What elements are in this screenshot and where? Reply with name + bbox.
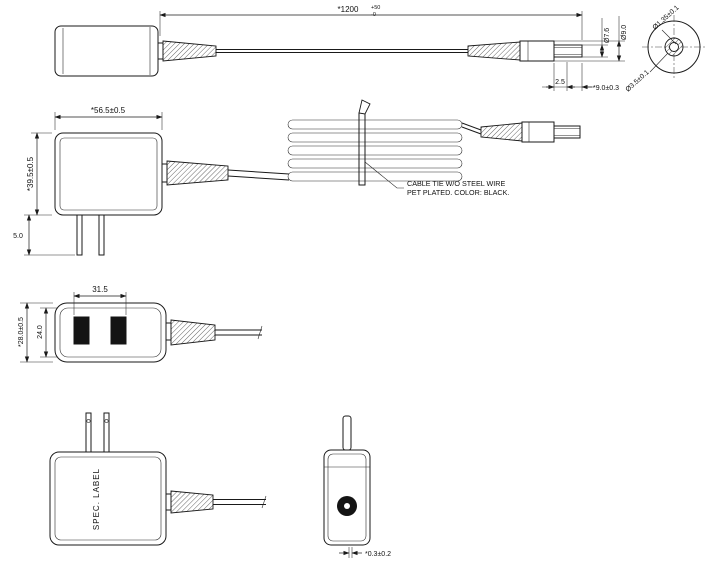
- view-cable-assembly: *1200 +50 -0 Ø7.6 Ø9.0 2.5 *9.0±0.3: [54, 5, 628, 92]
- strain-relief: [166, 160, 229, 186]
- plug-blade: [103, 412, 110, 453]
- socket-slot: [73, 316, 90, 345]
- plug-center-hole: [669, 42, 679, 52]
- plug-barrel: [521, 121, 555, 143]
- view-plug-face: *0.3±0.2: [323, 415, 391, 558]
- dim-outer-height: *28.0±0.5: [18, 317, 25, 347]
- plug-strain-relief: [467, 41, 521, 61]
- detail-plug-end-view: Ø1.35±0.1 Ø3.5±0.1: [625, 4, 706, 93]
- dim-pin-length: 5.0: [13, 233, 23, 240]
- plug-blade: [85, 412, 92, 453]
- dim-outer-ring: Ø3.5±0.1: [625, 69, 651, 94]
- cable-tie-note-line1: CABLE TIE W/O STEEL WIRE: [407, 179, 505, 188]
- dim-body-width: *56.5±0.5: [91, 106, 126, 115]
- boot-step: [161, 163, 168, 183]
- dim-blade-span: 31.5: [92, 285, 108, 294]
- dim-cable-length: *1200: [338, 5, 359, 14]
- dim-cable-length-tol-lower: -0: [371, 12, 376, 18]
- blade-hole: [104, 419, 109, 423]
- boot-step: [157, 42, 164, 60]
- adapter-body-front: [54, 132, 163, 216]
- dim-tip-offset: 2.5: [555, 79, 565, 86]
- plug-body: [323, 449, 371, 546]
- plug-blade: [98, 214, 105, 256]
- spec-label-text: SPEC. LABEL: [92, 468, 101, 530]
- strain-relief: [170, 319, 216, 346]
- plug-tip: [553, 125, 581, 139]
- plug-face-hole: [344, 503, 350, 509]
- cable-tie: [358, 112, 366, 186]
- plug-barrel: [519, 40, 555, 62]
- plug-strain-relief: [480, 122, 523, 142]
- adapter-body-side: [54, 25, 159, 77]
- plug-center-pin: [342, 415, 352, 451]
- leader-line: [364, 161, 404, 189]
- dim-plug-length: *9.0±0.3: [593, 85, 619, 92]
- dim-tip-diameter: Ø7.6: [604, 28, 611, 43]
- adapter-body-bottom: [49, 451, 167, 546]
- view-front: *56.5±0.5 *39.5±0.5 5.0 CABLE TIE W/O ST…: [13, 99, 581, 256]
- dim-inner-hole: Ø1.35±0.1: [652, 4, 681, 31]
- socket-slot: [110, 316, 127, 345]
- view-bottom: SPEC. LABEL: [49, 412, 267, 546]
- blade-hole: [86, 419, 91, 423]
- dim-inner-height: 24.0: [37, 325, 44, 339]
- plug-tip: [553, 44, 583, 58]
- boot-step: [165, 493, 172, 511]
- view-top: 31.5 24.0 *28.0±0.5: [18, 285, 263, 363]
- cable-tie-tail: [358, 99, 371, 115]
- dim-plug-diameter: Ø9.0: [621, 25, 628, 40]
- boot-step: [165, 322, 172, 341]
- cable-tie-note-line2: PET PLATED. COLOR: BLACK.: [407, 188, 509, 197]
- plug-blade: [76, 214, 83, 256]
- coiled-cable: [287, 119, 463, 182]
- dim-body-height: *39.5±0.5: [26, 156, 35, 191]
- dim-cable-length-tol-upper: +50: [371, 5, 380, 11]
- strain-relief: [170, 490, 214, 514]
- dim-tip-gap: *0.3±0.2: [365, 551, 391, 558]
- strain-relief: [162, 40, 217, 62]
